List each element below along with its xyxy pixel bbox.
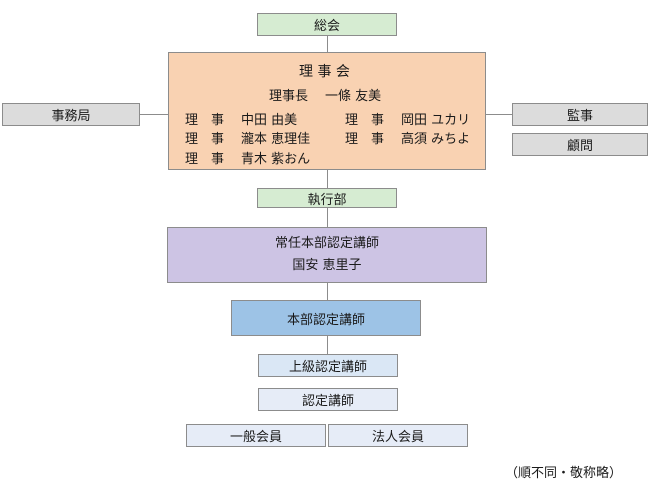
- auditor-box: 監事: [512, 103, 648, 126]
- connector-line: [327, 170, 328, 188]
- connector-line: [140, 114, 168, 115]
- secretariat-box: 事務局: [2, 103, 140, 126]
- board-of-directors-box: 理 事 会 理事長 一條 友美 理 事 中田 由美 理 事 瀧本 恵理佳 理 事…: [168, 52, 486, 170]
- advanced-instructor-box: 上級認定講師: [258, 354, 398, 377]
- member-name: 高須 みちよ: [401, 132, 471, 147]
- member-role: 理 事: [345, 132, 385, 147]
- senior-instructor-name: 国安 恵里子: [292, 258, 362, 273]
- senior-instructor-title: 常任本部認定講師: [274, 236, 379, 251]
- advisor-box: 顧問: [512, 133, 648, 156]
- member-name: 瀧本 恵理佳: [241, 132, 311, 147]
- senior-instructor-box: 常任本部認定講師 国安 恵里子: [167, 227, 487, 283]
- member-role: 理 事: [185, 132, 225, 147]
- connector-line: [327, 336, 328, 354]
- member-role: 理 事: [345, 113, 385, 128]
- member-name: 岡田 ユカリ: [401, 113, 471, 128]
- connector-line: [486, 114, 512, 115]
- board-title: 理 事 会: [299, 64, 350, 80]
- connector-line: [327, 208, 328, 227]
- executive-department-box: 執行部: [257, 188, 397, 208]
- general-member-box: 一般会員: [186, 424, 326, 447]
- hq-instructor-box: 本部認定講師: [231, 300, 421, 336]
- connector-line: [327, 36, 328, 52]
- member-name: 青木 紫おん: [241, 152, 311, 167]
- general-assembly-box: 総会: [257, 13, 397, 36]
- corporate-member-box: 法人会員: [328, 424, 468, 447]
- footnote: （順不同・敬称略）: [505, 466, 623, 481]
- certified-instructor-box: 認定講師: [258, 388, 398, 411]
- chair-role: 理事長: [269, 89, 309, 104]
- chair-name: 一條 友美: [325, 89, 382, 104]
- member-name: 中田 由美: [241, 113, 298, 128]
- connector-line: [327, 283, 328, 300]
- member-role: 理 事: [185, 113, 225, 128]
- member-role: 理 事: [185, 152, 225, 167]
